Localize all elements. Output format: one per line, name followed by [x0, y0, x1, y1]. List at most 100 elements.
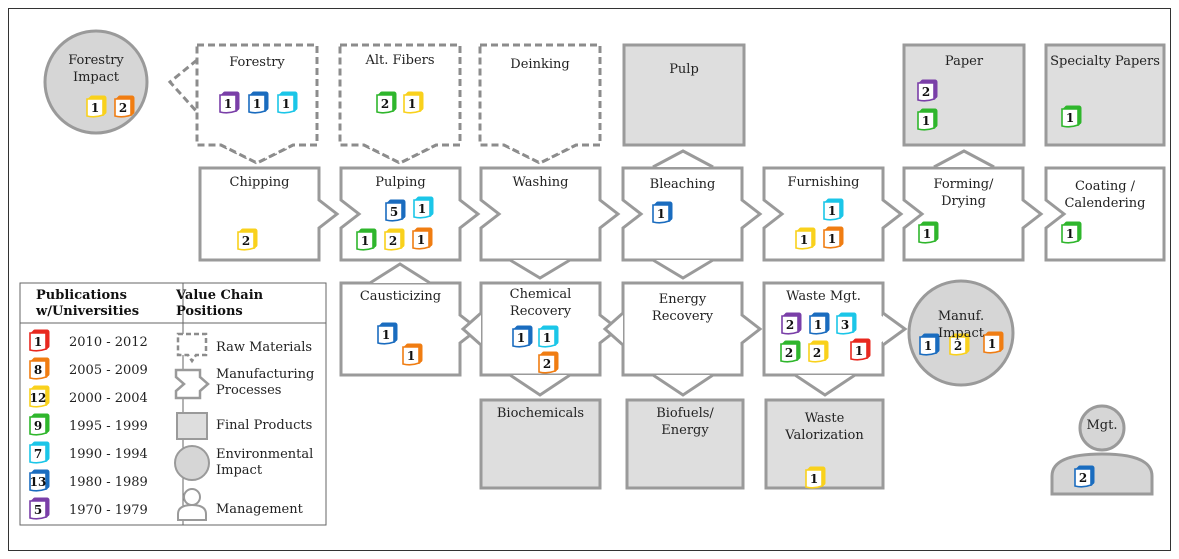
down-to-output-arrow-0	[509, 373, 571, 397]
chemical-recovery-publication-badge: 1	[512, 325, 533, 348]
pulp-label: Pulp	[669, 62, 699, 77]
svg-text:1: 1	[407, 349, 415, 363]
chemical-recovery-publication-badge: 1	[538, 325, 559, 348]
forming-drying-label: Forming/ Drying	[933, 177, 994, 209]
legend-publications-header: Publications w/Universities	[36, 288, 140, 319]
coating-calendering-publication-badge: 1	[1061, 221, 1082, 244]
furnishing-publication-badge: 1	[823, 198, 844, 221]
svg-text:9: 9	[34, 419, 42, 433]
waste-mgt-publication-badge: 2	[780, 340, 801, 363]
bleaching-publication-badge: 1	[652, 201, 673, 224]
coating-calendering-label: Coating / Calendering	[1064, 179, 1146, 211]
causticizing-label: Causticizing	[359, 289, 442, 304]
svg-text:2: 2	[785, 346, 793, 360]
svg-text:2: 2	[543, 357, 551, 371]
svg-text:1: 1	[923, 227, 931, 241]
legend-period-badge: 1	[29, 329, 50, 352]
legend-period-badge: 13	[29, 469, 50, 492]
legend-process-icon	[174, 368, 210, 400]
svg-text:1: 1	[253, 97, 261, 111]
alt-fibers-label: Alt. Fibers	[365, 53, 435, 68]
paper-label: Paper	[944, 54, 984, 69]
svg-text:1: 1	[382, 328, 390, 342]
svg-text:1: 1	[282, 97, 290, 111]
specialty-papers-label: Specialty Papers	[1050, 54, 1160, 69]
causticizing-publication-badge: 1	[377, 322, 398, 345]
manuf-impact-publication-badge: 1	[983, 331, 1004, 354]
waste-to-impact-arrow	[882, 311, 908, 347]
legend-period-label: 2010 - 2012	[69, 335, 148, 350]
svg-text:1: 1	[1066, 227, 1074, 241]
forestry-publication-badge: 1	[219, 91, 240, 114]
svg-text:2: 2	[786, 318, 794, 332]
svg-text:1: 1	[543, 331, 551, 345]
forestry-publication-badge: 1	[277, 91, 298, 114]
svg-text:1: 1	[922, 114, 930, 128]
biofuels-energy-node	[625, 398, 745, 490]
chem-to-caust-arrow	[460, 311, 482, 347]
forestry-impact-label: Forestry Impact	[68, 53, 124, 85]
svg-text:13: 13	[30, 475, 47, 489]
svg-text:2: 2	[389, 234, 397, 248]
legend-mgmt-label: Management	[216, 502, 303, 517]
legend-mgmt-head-icon	[183, 488, 201, 506]
mgt-head	[1078, 404, 1126, 452]
svg-text:7: 7	[34, 447, 42, 461]
legend-mgmt-icon	[177, 503, 207, 521]
down-to-recovery-arrow-1	[652, 258, 714, 280]
pulping-publication-badge: 2	[384, 228, 405, 251]
legend-period-badge: 9	[29, 413, 50, 436]
paper-publication-badge: 2	[917, 79, 938, 102]
pulping-publication-badge: 1	[356, 228, 377, 251]
pulp-node	[622, 43, 746, 147]
down-to-output-arrow-1	[652, 373, 714, 397]
forestry-label: Forestry	[229, 55, 285, 70]
deinking-node	[478, 43, 602, 165]
waste-mgt-label: Waste Mgt.	[786, 289, 861, 304]
manuf-impact-publication-badge: 2	[949, 333, 970, 356]
legend-positions-header: Value Chain Positions	[176, 288, 264, 319]
manuf-impact-node	[907, 279, 1015, 387]
svg-text:1: 1	[34, 335, 42, 349]
legend-final-icon	[176, 412, 208, 440]
chipping-node	[198, 166, 340, 262]
waste-mgt-publication-badge: 1	[850, 338, 871, 361]
waste-mgt-publication-badge: 2	[781, 312, 802, 335]
svg-text:3: 3	[841, 318, 849, 332]
svg-text:5: 5	[34, 503, 42, 517]
deinking-label: Deinking	[510, 57, 570, 72]
waste-mgt-publication-badge: 2	[808, 340, 829, 363]
energy-recovery-label: Energy Recovery	[651, 292, 714, 324]
causticizing-up-arrow	[369, 262, 431, 285]
legend-period-label: 1990 - 1994	[69, 447, 148, 462]
manuf-impact-publication-badge: 1	[919, 333, 940, 356]
energy-notch-arrow	[602, 311, 624, 347]
svg-text:2: 2	[242, 234, 250, 248]
svg-text:2: 2	[119, 101, 127, 115]
svg-text:1: 1	[828, 232, 836, 246]
chipping-publication-badge: 2	[237, 228, 258, 251]
svg-text:1: 1	[361, 234, 369, 248]
legend-period-label: 1980 - 1989	[69, 475, 148, 490]
legend-process-label: Manufacturing Processes	[216, 367, 315, 398]
washing-label: Washing	[512, 175, 569, 190]
svg-text:12: 12	[30, 391, 47, 405]
svg-text:5: 5	[390, 205, 398, 219]
pulping-label: Pulping	[375, 175, 426, 190]
alt-fibers-publication-badge: 2	[376, 91, 397, 114]
chemical-recovery-publication-badge: 2	[538, 351, 559, 374]
svg-text:1: 1	[814, 318, 822, 332]
biochemicals-label: Biochemicals	[496, 406, 585, 421]
svg-text:1: 1	[988, 337, 996, 351]
svg-text:1: 1	[517, 331, 525, 345]
legend-period-badge: 8	[29, 357, 50, 380]
bleaching-node	[621, 166, 763, 262]
down-to-recovery-arrow-0	[509, 258, 571, 280]
legend-period-label: 2005 - 2009	[69, 363, 148, 378]
svg-text:1: 1	[924, 339, 932, 353]
legend-period-label: 2000 - 2004	[69, 391, 148, 406]
chipping-label: Chipping	[229, 175, 290, 190]
mgt-node	[1050, 452, 1154, 496]
svg-text:1: 1	[408, 97, 416, 111]
